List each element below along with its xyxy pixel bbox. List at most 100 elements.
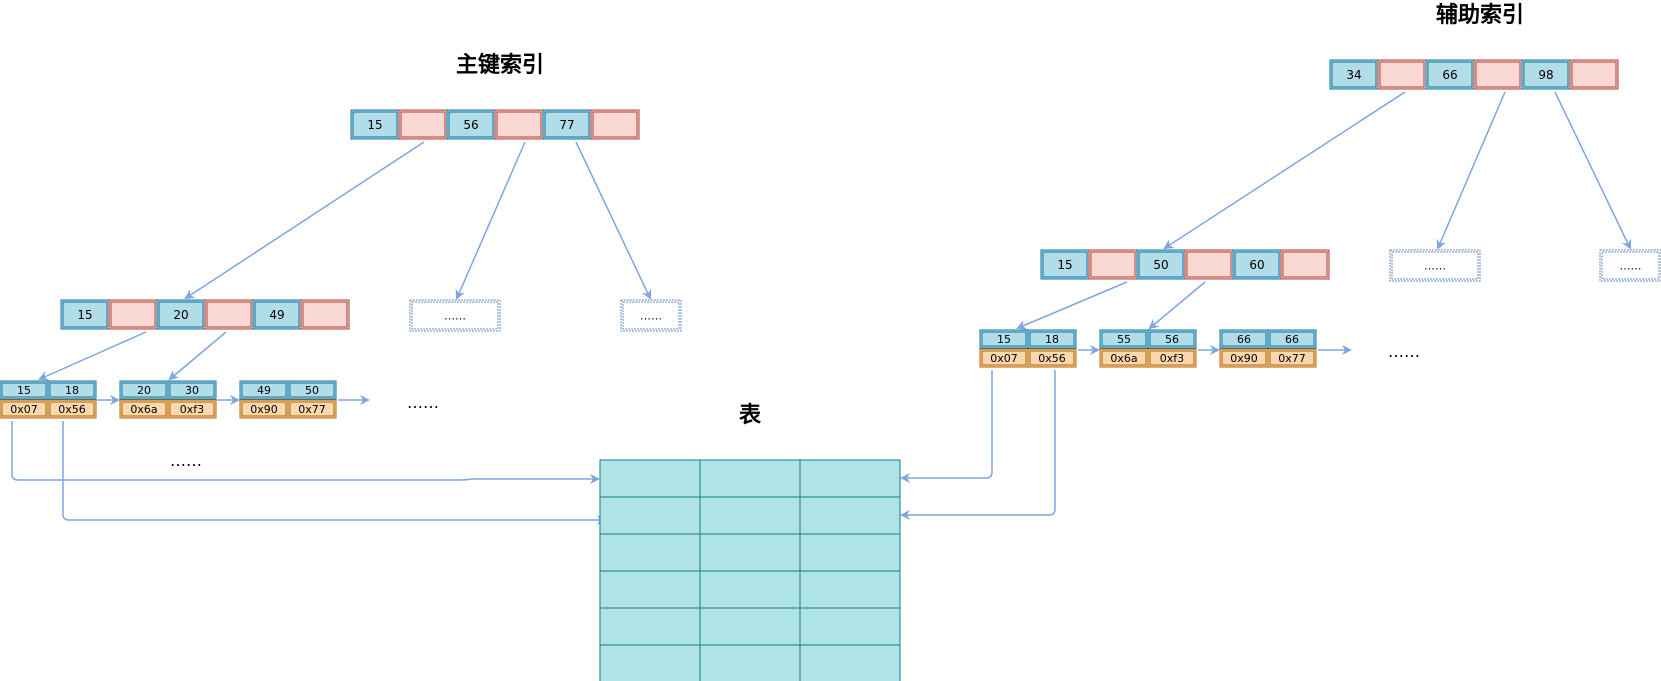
primary-leaf-node-0-addr-1-outer — [47, 399, 97, 419]
secondary-leaf-more: …… — [1388, 342, 1420, 361]
secondary-level2-node-pointer-2-outer — [1280, 249, 1330, 280]
primary-level2-node-pointer-0 — [108, 299, 158, 330]
secondary-root-node-pointer-2-outer — [1569, 59, 1619, 90]
primary-leaf-more: …… — [407, 393, 439, 412]
secondary-leaf-node-2-addr-label-1: 0x77 — [1278, 352, 1306, 365]
secondary-leaf-node-0-key-0-inner — [981, 331, 1027, 347]
primary-leaf-node-1-key-0 — [119, 380, 169, 400]
primary-leaf-node-2-addr-1-outer — [287, 399, 337, 419]
secondary-leaf-node-1-key-1-outer — [1147, 329, 1197, 349]
primary-root-node-key-0 — [350, 109, 400, 140]
primary-leaf-node-1-addr-0-inner — [121, 401, 167, 417]
secondary-level2-node-key-0-inner — [1042, 251, 1088, 278]
primary-leaf-node-1-key-0-inner — [121, 382, 167, 398]
primary-placeholder-1: …… — [409, 299, 501, 332]
primary-root-node-key-2 — [542, 109, 592, 140]
primary-leaf-node-0-addr-label-0: 0x07 — [10, 403, 38, 416]
primary-leaf-node-2-addr-0-inner — [241, 401, 287, 417]
secondary-leaf-node-2-key-0-inner — [1221, 331, 1267, 347]
secondary-level2-node-key-2 — [1232, 249, 1282, 280]
primary-level2-node-key-1 — [156, 299, 206, 330]
primary-leaf-node-1-key-1-inner — [169, 382, 215, 398]
secondary-leaf-node-1-addr-1 — [1147, 348, 1197, 368]
primary-root-node-pointer-2 — [590, 109, 640, 140]
primary-leaf-node-2-key-label-0: 49 — [257, 384, 271, 397]
primary-placeholder-2: …… — [620, 299, 682, 332]
secondary-root-node-pointer-1-outer — [1473, 59, 1523, 90]
secondary-level2-node-pointer-2 — [1280, 249, 1330, 280]
secondary-leaf-node-0-key-1-inner — [1029, 331, 1075, 347]
secondary-leaf-node-0-addr-0-inner — [981, 350, 1027, 366]
data-table — [599, 459, 901, 681]
primary-root-node-pointer-2-inner — [592, 111, 638, 138]
primary-level2-node-key-label-1: 20 — [173, 308, 188, 322]
primary-level2-node-key-1-inner — [158, 301, 204, 328]
secondary-leaf-node-0-addr-label-1: 0x56 — [1038, 352, 1066, 365]
secondary-root-node-pointer-0-outer — [1377, 59, 1427, 90]
secondary-leaf-node-0-key-label-1: 18 — [1045, 333, 1059, 346]
primary-index-title: 主键索引 — [456, 52, 544, 78]
primary-leaf-node-2-key-1-outer — [287, 380, 337, 400]
secondary-leaf-node-0-addr-1 — [1027, 348, 1077, 368]
primary-level2-node-pointer-1-inner — [206, 301, 252, 328]
table-title: 表 — [739, 403, 762, 428]
table-cell — [599, 570, 701, 609]
primary-leaf-node-1-addr-label-0: 0x6a — [130, 403, 157, 416]
primary-leaf-node-0-key-0-inner — [1, 382, 47, 398]
secondary-root-node-pointer-0-inner — [1379, 61, 1425, 88]
secondary-level2-node-key-label-1: 50 — [1153, 258, 1168, 272]
secondary-level2-node-pointer-1 — [1184, 249, 1234, 280]
table-cell — [699, 459, 801, 498]
secondary-root-node-key-label-2: 98 — [1538, 68, 1553, 82]
primary-level2-node-key-2 — [252, 299, 302, 330]
primary-leaf-node-2-key-1-inner — [289, 382, 335, 398]
primary-leaf-node-1-key-1 — [167, 380, 217, 400]
primary-placeholder-1-inner — [411, 301, 499, 330]
secondary-arrow-root-to-ph1 — [1436, 91, 1506, 250]
secondary-leaf-node-1-addr-0-inner — [1101, 350, 1147, 366]
primary-arrow-l2-to-leaf1 — [168, 331, 227, 381]
primary-level2-node-key-0-outer — [60, 299, 110, 330]
secondary-leaf-node-2-key-1 — [1267, 329, 1317, 349]
primary-leaf-node-2-addr-1-inner — [289, 401, 335, 417]
secondary-leaf-node-1-addr-1-outer — [1147, 348, 1197, 368]
primary-leaf-node-1-addr-1-outer — [167, 399, 217, 419]
secondary-arrow-l2-to-leaf0 — [1016, 281, 1128, 330]
primary-level2-node-key-label-2: 49 — [269, 308, 284, 322]
secondary-arrow-root-to-ph2 — [1554, 91, 1632, 250]
primary-leaf-node-2-key-0-inner — [241, 382, 287, 398]
table-cell — [799, 644, 901, 681]
secondary-leaf-node-1-addr-label-1: 0xf3 — [1160, 352, 1184, 365]
secondary-root-node-pointer-2 — [1569, 59, 1619, 90]
primary-root-node-key-0-outer — [350, 109, 400, 140]
secondary-leaf-node-0-addr-label-0: 0x07 — [990, 352, 1018, 365]
table-cell — [699, 533, 801, 572]
secondary-index-title: 辅助索引 — [1436, 2, 1524, 28]
primary-root-node-pointer-0 — [398, 109, 448, 140]
primary-root-node-pointer-0-outer — [398, 109, 448, 140]
secondary-leaf-node-0-key-1-outer — [1027, 329, 1077, 349]
secondary-leaf-node-0-addr-1-inner — [1029, 350, 1075, 366]
secondary-leaf-node-0-addr-1-outer — [1027, 348, 1077, 368]
secondary-arrow-leaf-to-table-2 — [900, 370, 1056, 520]
primary-level2-node-key-0-inner — [62, 301, 108, 328]
secondary-arrow-l2-to-leaf1 — [1148, 281, 1206, 330]
secondary-leaf-node-0-key-0 — [979, 329, 1029, 349]
secondary-level2-node-key-label-0: 15 — [1057, 258, 1072, 272]
primary-leaf-node-2-addr-label-1: 0x77 — [298, 403, 326, 416]
primary-level2-node-pointer-0-outer — [108, 299, 158, 330]
secondary-leaf-node-2-addr-1-inner — [1269, 350, 1315, 366]
primary-root-node-key-label-1: 56 — [463, 118, 478, 132]
primary-leaf-node-0-key-label-1: 18 — [65, 384, 79, 397]
secondary-leaf-node-1-addr-label-0: 0x6a — [1110, 352, 1137, 365]
table-cell — [799, 607, 901, 646]
secondary-leaf-node-0-addr-0 — [979, 348, 1029, 368]
primary-level2-node-key-1-outer — [156, 299, 206, 330]
